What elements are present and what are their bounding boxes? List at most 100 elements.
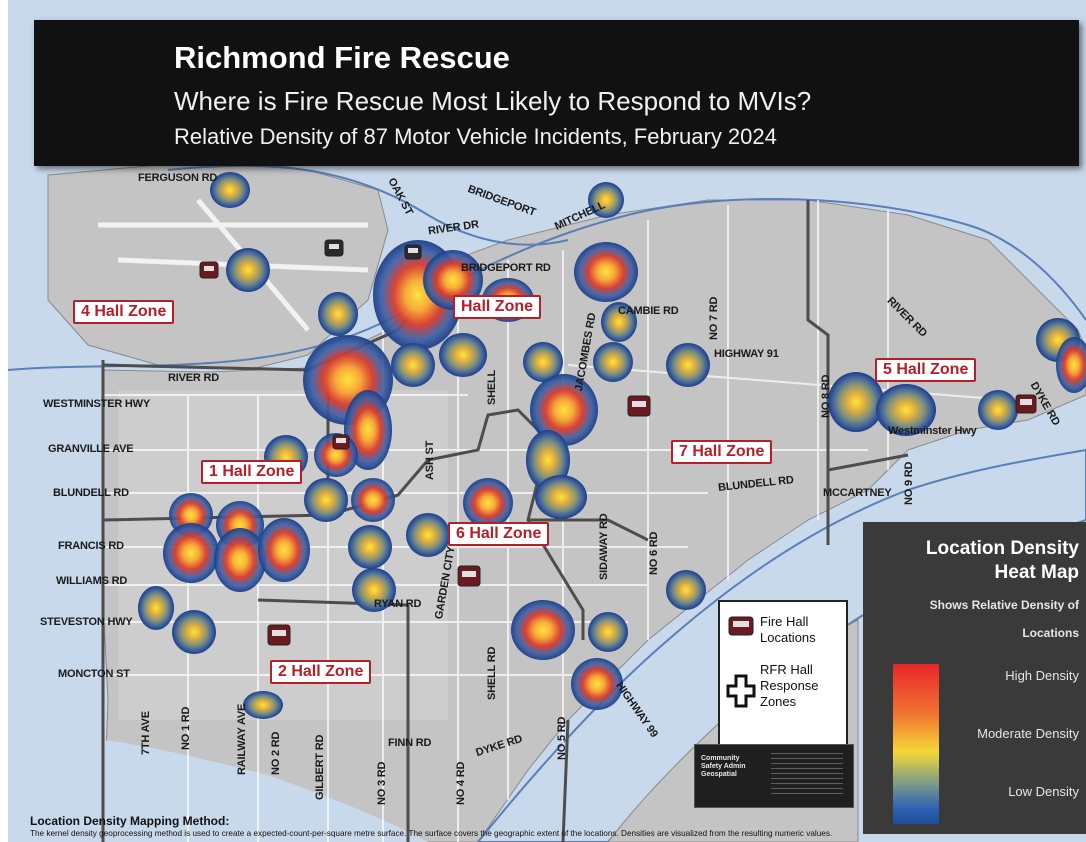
- road-label-no1: NO 1 RD: [180, 706, 192, 750]
- heat-spot: [463, 478, 513, 528]
- zone-label-5[interactable]: 5 Hall Zone: [875, 358, 977, 382]
- road-label-moncton: MONCTON ST: [58, 668, 130, 680]
- heat-spot: [530, 374, 598, 446]
- zone-label-2[interactable]: 2 Hall Zone: [270, 660, 372, 684]
- key-zones-line2: Response: [760, 678, 819, 693]
- zone-label-6[interactable]: 6 Hall Zone: [448, 522, 550, 546]
- heat-spot: [163, 523, 219, 583]
- fire-truck-icon[interactable]: [332, 434, 350, 450]
- road-label-gilbert: GILBERT RD: [314, 734, 326, 800]
- road-label-steveston: STEVESTON HWY: [40, 616, 133, 628]
- legend-high: High Density: [1005, 668, 1079, 683]
- fire-truck-icon[interactable]: [627, 395, 651, 417]
- title-panel: Richmond Fire Rescue Where is Fire Rescu…: [34, 20, 1079, 166]
- road-label-no4: NO 4 RD: [455, 761, 467, 805]
- heat-spot: [406, 513, 450, 557]
- road-label-ferguson: FERGUSON RD: [138, 172, 218, 184]
- heat-spot: [876, 384, 936, 436]
- road-label-francis: FRANCIS RD: [58, 540, 124, 552]
- heat-spot: [439, 333, 487, 377]
- fire-truck-icon[interactable]: [267, 624, 291, 646]
- road-label-shell: SHELL RD: [486, 646, 498, 700]
- heat-spot: [535, 475, 587, 519]
- heat-spot: [214, 528, 266, 592]
- heat-spot: [593, 342, 633, 382]
- legend-color-ramp: [893, 664, 939, 824]
- zone-label-3[interactable]: Hall Zone: [453, 295, 542, 319]
- heat-spot: [172, 610, 216, 654]
- road-label-finn: FINN RD: [388, 737, 432, 749]
- fire-truck-icon[interactable]: [404, 244, 422, 260]
- legend-caption-line2: Locations: [1022, 626, 1079, 640]
- admin-text: Community Safety Admin Geospatial: [701, 755, 761, 779]
- fire-truck-icon[interactable]: [324, 239, 344, 257]
- road-label-no6: NO 6 RD: [648, 531, 660, 575]
- admin-line3: Geospatial: [701, 771, 737, 778]
- road-label-ryan: RYAN RD: [374, 598, 422, 610]
- road-label-westminster: WESTMINSTER HWY: [43, 398, 150, 410]
- heat-spot: [1056, 337, 1086, 393]
- admin-credit: Community Safety Admin Geospatial: [694, 744, 854, 808]
- heat-spot: [210, 172, 250, 208]
- heat-spot: [574, 242, 638, 302]
- heat-spot: [666, 570, 706, 610]
- road-label-williams: WILLIAMS RD: [56, 575, 128, 587]
- fire-truck-icon: [728, 616, 754, 636]
- density-legend: Location Density Heat Map Shows Relative…: [863, 522, 1086, 834]
- heat-spot: [138, 586, 174, 630]
- heat-spot: [571, 658, 623, 710]
- road-label-bridgeport: BRIDGEPORT RD: [461, 262, 551, 274]
- heat-spot: [258, 518, 310, 582]
- south-water: [103, 740, 428, 842]
- heat-spot: [978, 390, 1018, 430]
- road-label-no5: NO 5 RD: [556, 716, 568, 760]
- heat-spot: [588, 182, 624, 218]
- road-label-granville: GRANVILLE AVE: [48, 443, 134, 455]
- road-label-no7: NO 7 RD: [708, 296, 720, 340]
- cross-outline-icon: [726, 674, 756, 708]
- key-fire-hall-line1: Fire Hall: [760, 614, 809, 629]
- heat-spot: [243, 691, 283, 719]
- road-label-mccartney: MCCARTNEY: [823, 487, 892, 499]
- key-fire-hall-line2: Locations: [760, 630, 816, 645]
- fire-truck-icon[interactable]: [1015, 394, 1037, 414]
- fire-truck-icon[interactable]: [457, 565, 481, 587]
- map-title: Richmond Fire Rescue: [174, 40, 510, 75]
- north-arm: [8, 198, 1086, 371]
- admin-fine-print: [771, 753, 843, 797]
- admin-line2: Safety Admin: [701, 763, 746, 770]
- road-label-no9: NO 9 RD: [903, 461, 915, 505]
- method-text: The kernel density geoprocessing method …: [30, 829, 833, 838]
- heat-spot: [526, 430, 570, 490]
- method-heading: Location Density Mapping Method:: [30, 814, 230, 828]
- heat-spot: [391, 343, 435, 387]
- map-frame[interactable]: Richmond Fire Rescue Where is Fire Rescu…: [8, 0, 1086, 842]
- heat-spot: [304, 478, 348, 522]
- heat-spot: [351, 478, 395, 522]
- road-label-shell-north: SHELL: [486, 369, 498, 405]
- legend-low: Low Density: [1008, 784, 1079, 799]
- road-label-sidaway: SIDAWAY RD: [598, 513, 610, 580]
- zone-label-1[interactable]: 1 Hall Zone: [201, 460, 303, 484]
- heat-spot: [523, 342, 563, 382]
- legend-title-line1: Location Density: [925, 538, 1079, 559]
- heat-spot: [511, 600, 575, 660]
- road-label-blundell: BLUNDELL RD: [53, 487, 129, 499]
- zone-label-7[interactable]: 7 Hall Zone: [671, 440, 773, 464]
- road-label-river-rd: RIVER RD: [168, 372, 219, 384]
- heat-spot: [348, 525, 392, 569]
- road-label-railway: RAILWAY AVE: [236, 703, 248, 775]
- road-label-no3: NO 3 RD: [376, 761, 388, 805]
- fire-truck-icon[interactable]: [199, 261, 219, 279]
- key-zones-line3: Zones: [760, 694, 797, 709]
- key-zones-line1: RFR Hall: [760, 662, 813, 677]
- zone-label-4[interactable]: 4 Hall Zone: [73, 300, 175, 324]
- road-label-cambie: CAMBIE RD: [618, 305, 679, 317]
- legend-moderate: Moderate Density: [977, 726, 1079, 741]
- road-label-no8: NO 8 RD: [820, 374, 832, 418]
- map-key: Fire Hall Locations RFR Hall Response Zo…: [718, 600, 848, 750]
- heat-spot: [588, 612, 628, 652]
- legend-caption-line1: Shows Relative Density of: [929, 598, 1079, 612]
- heat-spot: [666, 343, 710, 387]
- map-subtitle: Where is Fire Rescue Most Likely to Resp…: [174, 86, 812, 116]
